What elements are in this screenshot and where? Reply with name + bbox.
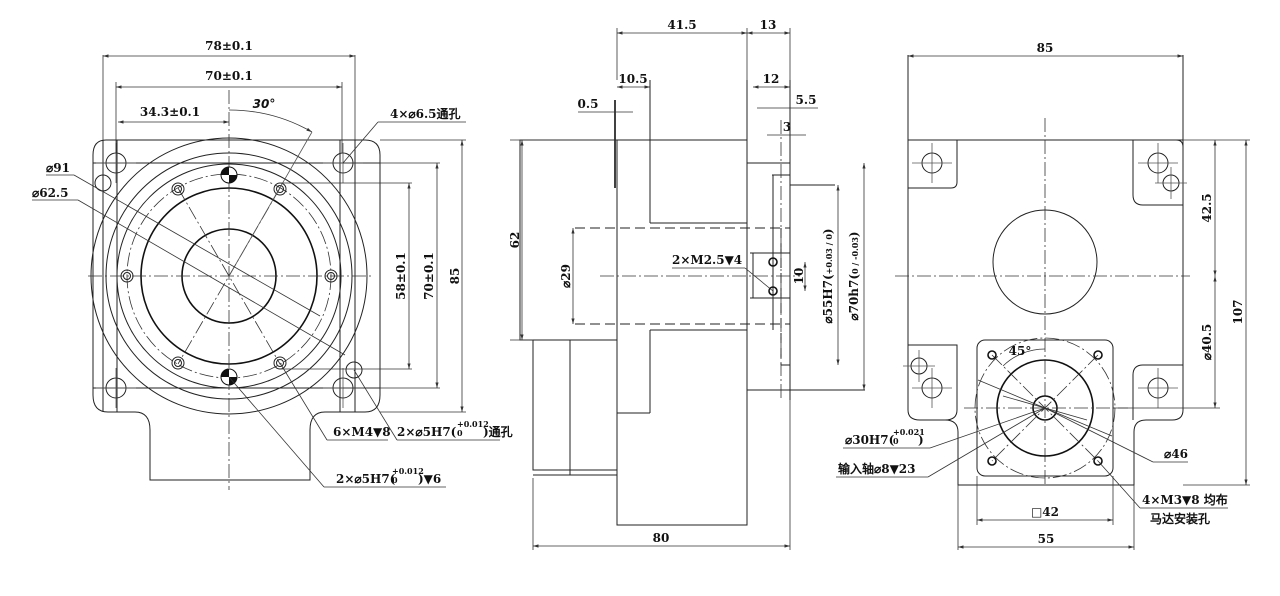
dim-42-5: 42.5 (1200, 193, 1214, 222)
front-flange-outline (92, 139, 381, 481)
tol-up: +0.012 (392, 466, 424, 476)
dim-70: 70±0.1 (205, 69, 253, 83)
dim-sq42: □42 (1031, 505, 1059, 519)
callout-m2-5: 2×M2.5▼4 (672, 253, 742, 267)
tol-low: 0 (457, 428, 463, 438)
dim-12: 12 (763, 72, 780, 86)
callout-mount-holes: 4×⌀6.5通孔 (390, 106, 461, 121)
callout-input-shaft: 输入轴⌀8▼23 (838, 461, 916, 476)
dim-d29: ⌀29 (559, 264, 573, 288)
dim-0-5: 0.5 (578, 97, 599, 111)
front-view: 78±0.1 70±0.1 34.3±0.1 30° ⌀91 ⌀62.5 85 … (32, 39, 513, 490)
dim-45deg: 45° (1009, 344, 1032, 358)
dim-d55h7: ⌀55H7(+0.03 / 0) (821, 228, 835, 323)
dim-85-width: 85 (1037, 41, 1054, 55)
dim-13: 13 (760, 18, 777, 32)
dim-55: 55 (1038, 532, 1055, 546)
dim-85: 85 (448, 268, 462, 285)
dim-10-5: 10.5 (618, 72, 647, 86)
dim-10: 10 (792, 268, 806, 285)
callout-pin-through: 2×⌀5H7( (397, 425, 457, 439)
dim-107: 107 (1231, 299, 1245, 324)
callout-m3: 4×M3▼8 均布 (1142, 492, 1228, 507)
dim-70-v: 70±0.1 (422, 252, 436, 300)
dim-41-5: 41.5 (667, 18, 696, 32)
dim-34-3: 34.3±0.1 (140, 105, 200, 119)
dim-58: 58±0.1 (394, 252, 408, 300)
dim-62: 62 (508, 232, 522, 249)
callout-pin-blind: 2×⌀5H7( (336, 472, 396, 486)
callout-d46: ⌀46 (1164, 447, 1188, 461)
dim-78: 78±0.1 (205, 39, 253, 53)
tol-suffix: )通孔 (483, 424, 513, 439)
dim-3: 3 (783, 120, 791, 134)
dim-80: 80 (653, 531, 670, 545)
callout-tapped-holes: 6×M4▼8 (333, 425, 391, 439)
callout-d30h7: ⌀30H7( (845, 433, 895, 447)
tol-suffix: )▼6 (418, 472, 441, 486)
dim-d62-5: ⌀62.5 (32, 186, 68, 200)
tol-low: 0 (392, 475, 398, 485)
dim-d91: ⌀91 (46, 161, 70, 175)
tol-up: +0.021 (893, 427, 925, 437)
dim-d40-5: ⌀40.5 (1200, 324, 1214, 360)
callout-motor-note: 马达安装孔 (1150, 511, 1210, 526)
dim-d70h7: ⌀70h7(0 / -0.03) (847, 231, 861, 320)
tol-up: +0.012 (457, 419, 489, 429)
dim-5-5: 5.5 (796, 93, 817, 107)
dim-30deg: 30° (253, 97, 276, 111)
side-view: 41.5 13 10.5 12 0.5 5.5 3 62 ⌀29 10 ⌀55H… (508, 18, 866, 550)
rear-view: 45° 85 42.5 ⌀40.5 107 □42 55 ⌀30H7( +0.0… (836, 41, 1250, 550)
tol-low: 0 (893, 436, 899, 446)
tol-suffix: ) (918, 433, 924, 447)
